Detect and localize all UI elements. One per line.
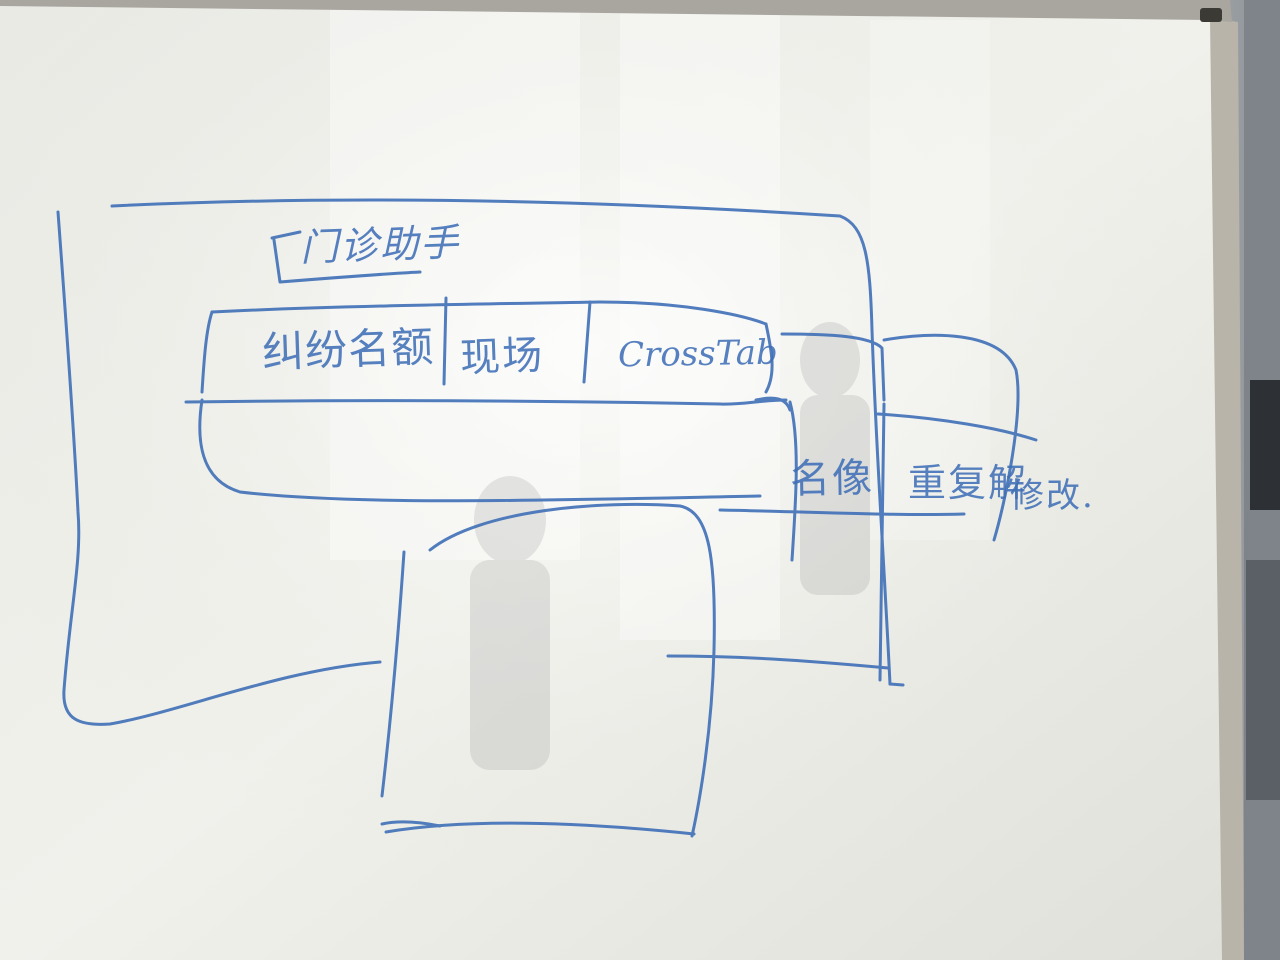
- tab-bar-top: [210, 300, 768, 326]
- sketch-tab-3: CrossTab: [617, 332, 779, 376]
- marker-sketch: [56, 198, 1038, 838]
- title-bracket: [270, 230, 422, 284]
- tab-bar-bottom: [184, 398, 788, 406]
- detail-pane: [882, 333, 1020, 542]
- magnet: [1200, 8, 1222, 22]
- person-reflection: [470, 322, 870, 770]
- lower-panel-divider: [666, 654, 890, 670]
- outer-frame-top: [110, 198, 892, 686]
- outer-frame: [56, 210, 382, 726]
- tab-divider-2: [582, 300, 592, 384]
- list-row-line: [718, 508, 966, 517]
- tab-divider-1: [442, 296, 448, 386]
- tab-bar-right: [764, 322, 774, 394]
- board-frame-top: [0, 0, 1232, 22]
- board-glare: [0, 0, 1230, 960]
- list-pane: [780, 332, 886, 402]
- sketch-column-3: 修改.: [1010, 476, 1095, 516]
- lower-panel: [428, 502, 716, 838]
- sketch-tab-1: 纠纷名额: [261, 322, 435, 377]
- sketch-title: 门诊助手: [299, 220, 461, 270]
- sketch-tab-2: 现场: [459, 332, 545, 382]
- sketch-column-1: 名像: [789, 455, 875, 503]
- board-frame: [1210, 18, 1244, 960]
- detail-header-line: [876, 412, 1038, 442]
- lower-panel-bottom: [384, 821, 696, 836]
- sketch-column-2: 重复解: [908, 461, 1029, 505]
- content-panel: [198, 398, 762, 503]
